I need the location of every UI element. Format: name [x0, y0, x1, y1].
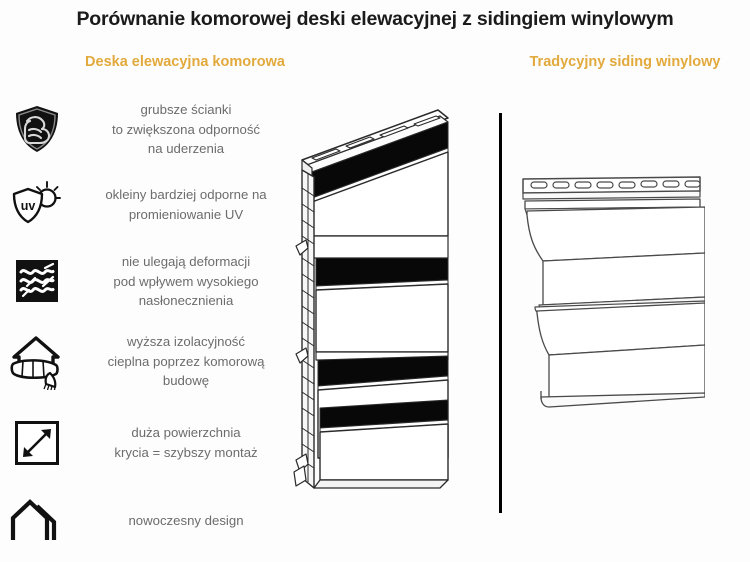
feature-row: duża powierzchnia krycia = szybszy monta… [8, 414, 298, 472]
feature-line: cieplna poprzez komorową [107, 353, 265, 369]
feature-row: grubsze ścianki to zwiększona odporność … [8, 100, 298, 159]
feature-line: wyższa izolacyjność [127, 334, 245, 349]
vertical-divider [499, 113, 502, 513]
feature-row: nie ulegają deformacji pod wpływem wysok… [8, 252, 298, 311]
feature-line: krycia = szybszy montaż [114, 445, 258, 460]
feature-line: na uderzenia [147, 141, 225, 157]
svg-text:uv: uv [21, 199, 36, 213]
feature-line: nasłonecznienia [138, 293, 234, 309]
feature-line: to zwiększona odporność [111, 121, 261, 137]
cellular-facade-board-drawing [288, 108, 473, 498]
feature-line: pod wpływem wysokiego [113, 273, 259, 289]
feature-line: nowoczesny design [128, 513, 244, 529]
column-heading-left: Deska elewacyjna komorowa [85, 54, 285, 70]
feature-line: nie ulegają deformacji [121, 254, 251, 269]
vinyl-siding-drawing [515, 165, 706, 432]
feature-row: nowoczesny design [8, 492, 298, 550]
feature-row: wyższa izolacyjność cieplna poprzez komo… [8, 332, 298, 391]
house-scarf-icon [8, 332, 66, 391]
heat-waves-icon [8, 252, 66, 310]
feature-line: budowę [162, 373, 210, 389]
page-title: Porównanie komorowej deski elewacyjnej z… [76, 8, 674, 30]
feature-line: grubsze ścianki [140, 102, 232, 117]
feature-row: uv okleiny bardziej odporne na promienio… [8, 176, 298, 234]
feature-line: duża powierzchnia [131, 425, 241, 441]
feature-label: nowoczesny design [66, 511, 298, 531]
feature-label: wyższa izolacyjność cieplna poprzez komo… [66, 332, 298, 391]
feature-line: promieniowanie UV [128, 207, 244, 222]
feature-line: okleiny bardziej odporne na [105, 187, 267, 203]
column-heading-right: Tradycyjny siding winylowy [529, 54, 721, 70]
modern-house-outline-icon [8, 492, 66, 550]
feature-label: duża powierzchnia krycia = szybszy monta… [66, 423, 298, 462]
uv-shield-sun-icon: uv [8, 176, 66, 234]
feature-label: okleiny bardziej odporne na promieniowan… [66, 185, 298, 224]
shield-muscle-icon [8, 100, 66, 158]
diagonal-arrow-square-icon [8, 414, 66, 472]
feature-label: nie ulegają deformacji pod wpływem wysok… [66, 252, 298, 311]
feature-label: grubsze ścianki to zwiększona odporność … [66, 100, 298, 159]
